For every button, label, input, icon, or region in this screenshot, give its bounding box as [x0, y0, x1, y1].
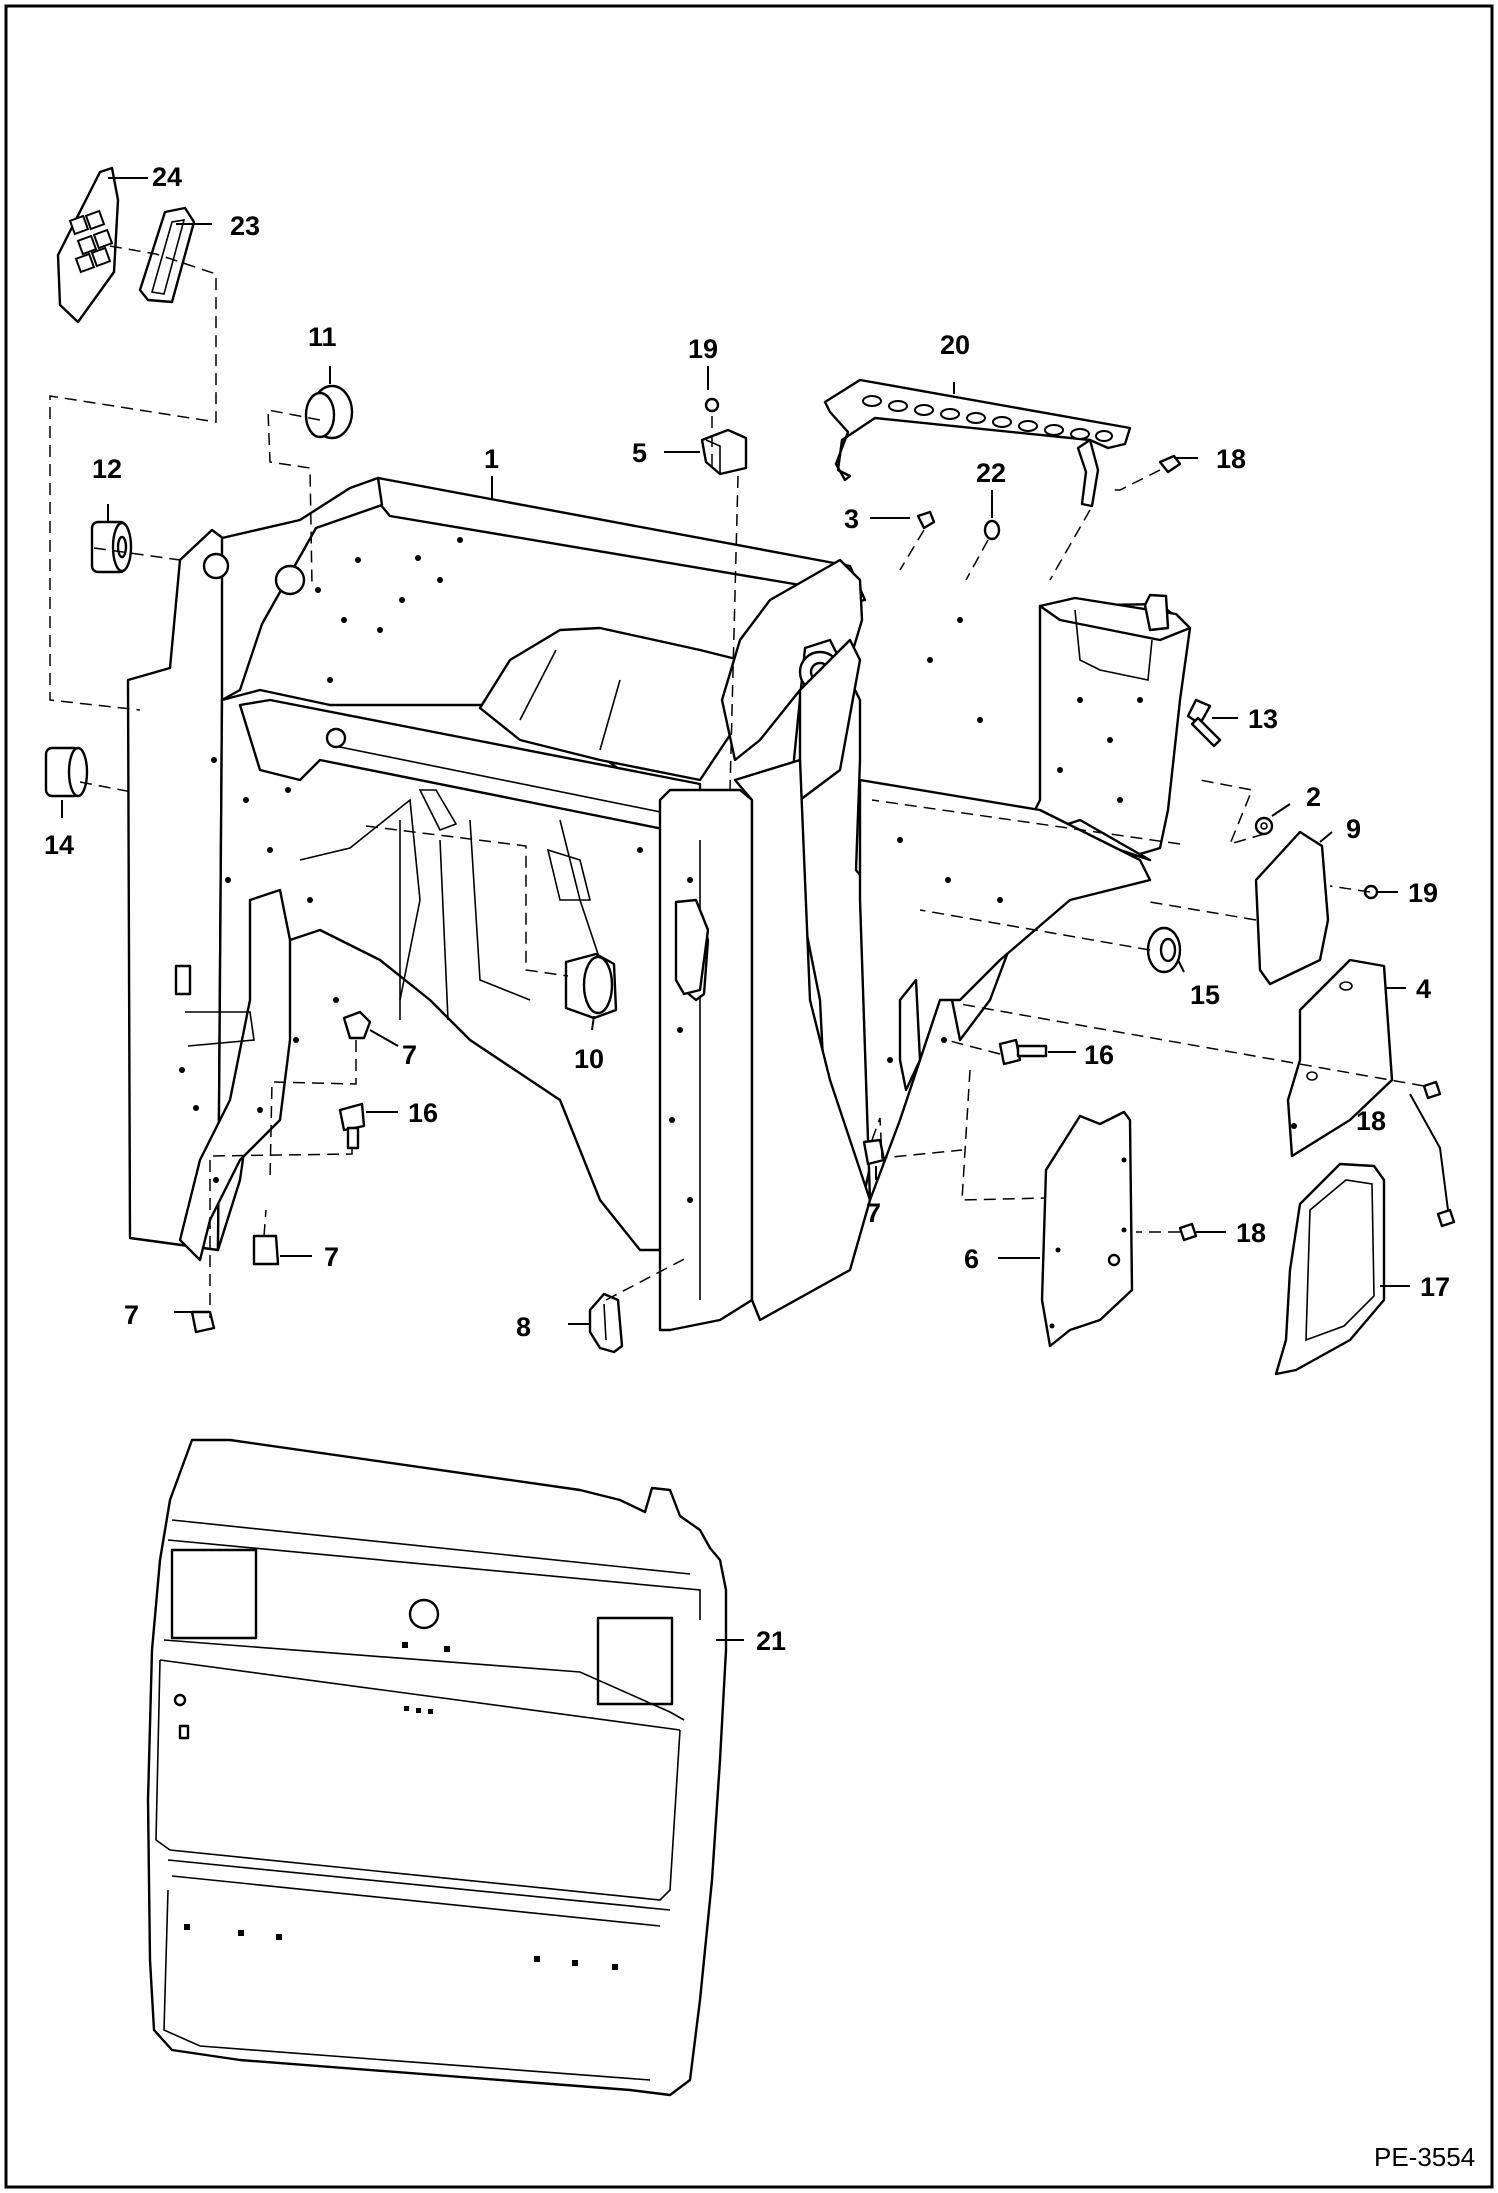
part-16-bolt-right [998, 1038, 1048, 1066]
part-13-bolt [1186, 698, 1222, 748]
callout-18-top: 18 [1216, 444, 1246, 474]
part-7-nut-lower [190, 1310, 216, 1334]
part-12-bushing [90, 520, 133, 574]
part-2-nut [1254, 816, 1274, 836]
part-24-grille [56, 166, 120, 324]
callout-16-right: 16 [1084, 1040, 1114, 1070]
callout-18-mid: 18 [1356, 1106, 1386, 1136]
part-15-bushing [1146, 926, 1182, 974]
callout-7-lower: 7 [124, 1300, 139, 1330]
part-9-cover [1254, 830, 1330, 986]
callout-18-lower: 18 [1236, 1218, 1266, 1248]
callout-22: 22 [976, 458, 1006, 488]
callout-20: 20 [940, 330, 970, 360]
part-1-main-frame [126, 476, 1192, 1332]
assembly-lines [49, 245, 1425, 1318]
callout-9: 9 [1346, 814, 1361, 844]
part-23-gasket [138, 206, 196, 304]
leader-lines [61, 177, 1449, 1641]
part-7-nut-right [862, 1138, 886, 1166]
callout-labels: 24 23 11 1 19 5 20 18 3 22 12 13 2 9 19 … [44, 162, 1450, 1656]
callout-7-upper: 7 [402, 1040, 417, 1070]
callout-3: 3 [844, 504, 859, 534]
page-border [4, 4, 1494, 2189]
callout-10: 10 [574, 1044, 604, 1074]
callout-17: 17 [1420, 1272, 1450, 1302]
part-4-cover-plate [1286, 958, 1394, 1158]
callout-23: 23 [230, 211, 260, 241]
part-10-bushing [564, 952, 618, 1020]
part-6-cover [1040, 1110, 1134, 1348]
callout-7-right: 7 [866, 1198, 881, 1228]
part-18-screw-mid [1422, 1080, 1442, 1100]
part-7-nut-upper [342, 1010, 372, 1040]
part-3-screw [916, 510, 936, 530]
part-20-bracket [823, 378, 1132, 508]
callout-12: 12 [92, 454, 122, 484]
part-11-grommet [304, 384, 354, 440]
part-18-screw-lower [1436, 1208, 1456, 1228]
callout-14: 14 [44, 830, 74, 860]
callout-13: 13 [1248, 704, 1278, 734]
callout-2: 2 [1306, 782, 1321, 812]
callout-15: 15 [1190, 980, 1220, 1010]
part-22-plug [983, 519, 1001, 541]
callout-4: 4 [1416, 974, 1431, 1004]
part-19-screw-top [704, 397, 720, 413]
part-8-clip [588, 1292, 624, 1354]
callout-11: 11 [308, 322, 337, 352]
callout-21: 21 [756, 1626, 786, 1656]
callout-6: 6 [964, 1244, 979, 1274]
upright-clip [674, 898, 710, 996]
callout-19-top: 19 [688, 334, 718, 364]
callout-8: 8 [516, 1312, 531, 1342]
part-18-screw-top [1158, 454, 1182, 474]
part-16-bolt-left [338, 1102, 366, 1150]
figure-reference: PE-3554 [1374, 2142, 1475, 2172]
callout-7-bolt: 7 [324, 1242, 339, 1272]
part-5-clip [700, 428, 748, 476]
part-18-screw-cover6 [1178, 1222, 1198, 1242]
callout-24: 24 [152, 162, 182, 192]
part-17-cover [1274, 1162, 1386, 1376]
part-14-bushing [44, 746, 89, 798]
callout-19-right: 19 [1408, 878, 1438, 908]
callout-5: 5 [632, 438, 647, 468]
part-7-bolt [252, 1234, 280, 1266]
callout-1: 1 [484, 444, 499, 474]
part-21-front-panel [146, 1438, 728, 2097]
callout-16-left: 16 [408, 1098, 438, 1128]
